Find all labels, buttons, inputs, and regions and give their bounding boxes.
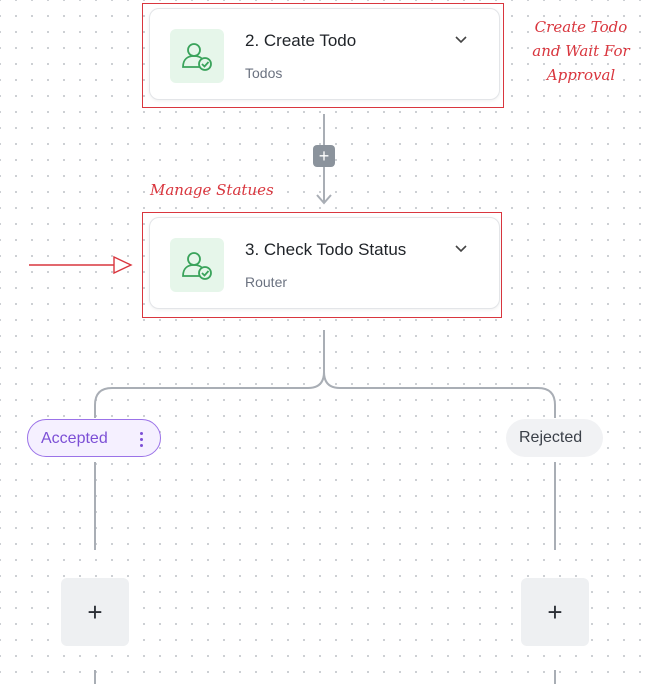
step-card-create-todo[interactable]: 2. Create Todo Todos	[149, 8, 500, 100]
step-card-check-todo-status[interactable]: 3. Check Todo Status Router	[149, 217, 500, 309]
add-step-button-accepted[interactable]: +	[61, 578, 129, 646]
annotation-create-todo: Create Todo and Wait For Approval	[516, 15, 646, 87]
annotation-line: Approval	[546, 66, 616, 84]
annotation-arrow	[29, 255, 133, 275]
chevron-down-icon[interactable]	[454, 33, 468, 47]
annotation-line: Create Todo	[534, 18, 628, 36]
add-step-button-rejected[interactable]: +	[521, 578, 589, 646]
annotation-manage-statuses: Manage Statues	[150, 181, 274, 199]
chevron-down-icon[interactable]	[454, 242, 468, 256]
step-subtitle: Router	[245, 274, 288, 290]
add-step-button[interactable]: +	[313, 145, 335, 167]
step-title: 2. Create Todo	[245, 31, 357, 50]
branch-rejected[interactable]: Rejected	[506, 419, 603, 457]
branch-label: Accepted	[41, 430, 108, 447]
more-options-icon[interactable]	[140, 429, 144, 450]
highlight-box-create-todo	[142, 3, 504, 108]
branch-label: Rejected	[519, 429, 583, 446]
branch-accepted[interactable]: Accepted	[27, 419, 161, 457]
highlight-box-check-status	[142, 212, 502, 318]
step-subtitle: Todos	[245, 65, 283, 81]
annotation-line: and Wait For	[532, 42, 630, 60]
todo-approval-icon	[170, 29, 224, 83]
todo-approval-icon	[170, 238, 224, 292]
step-title: 3. Check Todo Status	[245, 240, 407, 259]
